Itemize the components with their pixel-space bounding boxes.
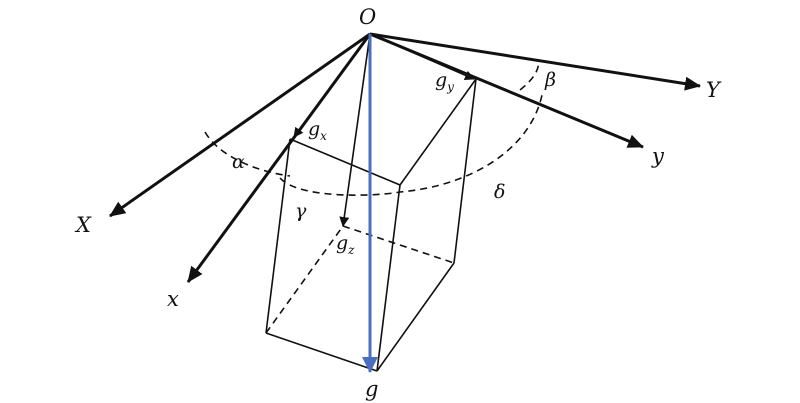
X-axis [109, 32, 371, 218]
alpha-label: α [232, 151, 245, 173]
gamma-label: γ [295, 200, 307, 222]
delta-label: δ [494, 181, 505, 203]
Y-axis-label: Y [706, 78, 722, 102]
gx-label: gx [308, 118, 327, 143]
gy-vector [369, 33, 475, 81]
gz-label: gz [336, 232, 355, 257]
alpha-arc [204, 131, 291, 177]
delta-arc [279, 94, 543, 196]
origin-label: O [359, 5, 376, 29]
g-label: g [365, 377, 378, 401]
gx-vector [293, 33, 371, 138]
y-axis-label: y [651, 144, 665, 168]
beta-label: β [544, 69, 556, 91]
Y-axis [369, 32, 701, 91]
prism [265, 78, 477, 372]
beta-arc [519, 59, 540, 91]
gy-label: gy [435, 69, 454, 94]
gz-vector [339, 33, 371, 227]
X-axis-label: X [74, 213, 92, 237]
x-axis-label: x [167, 287, 179, 311]
